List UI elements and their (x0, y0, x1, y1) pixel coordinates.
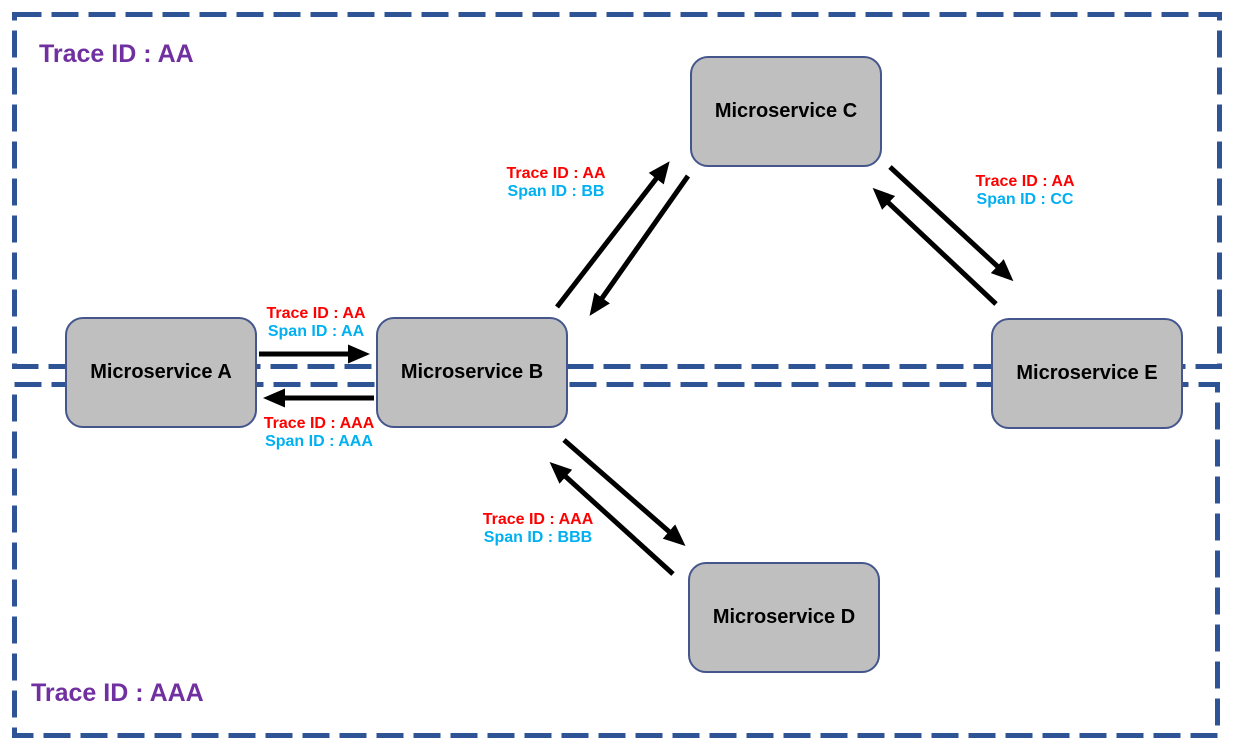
node-microservice-a: Microservice A (65, 317, 257, 428)
node-microservice-b: Microservice B (376, 317, 568, 428)
region-top-title: Trace ID : AA (39, 40, 194, 68)
region-bottom-border (12, 382, 1220, 738)
region-top-border (12, 12, 1222, 369)
node-microservice-e: Microservice E (991, 318, 1183, 429)
region-bottom-title: Trace ID : AAA (31, 679, 204, 707)
node-microservice-d: Microservice D (688, 562, 880, 673)
node-microservice-c: Microservice C (690, 56, 882, 167)
